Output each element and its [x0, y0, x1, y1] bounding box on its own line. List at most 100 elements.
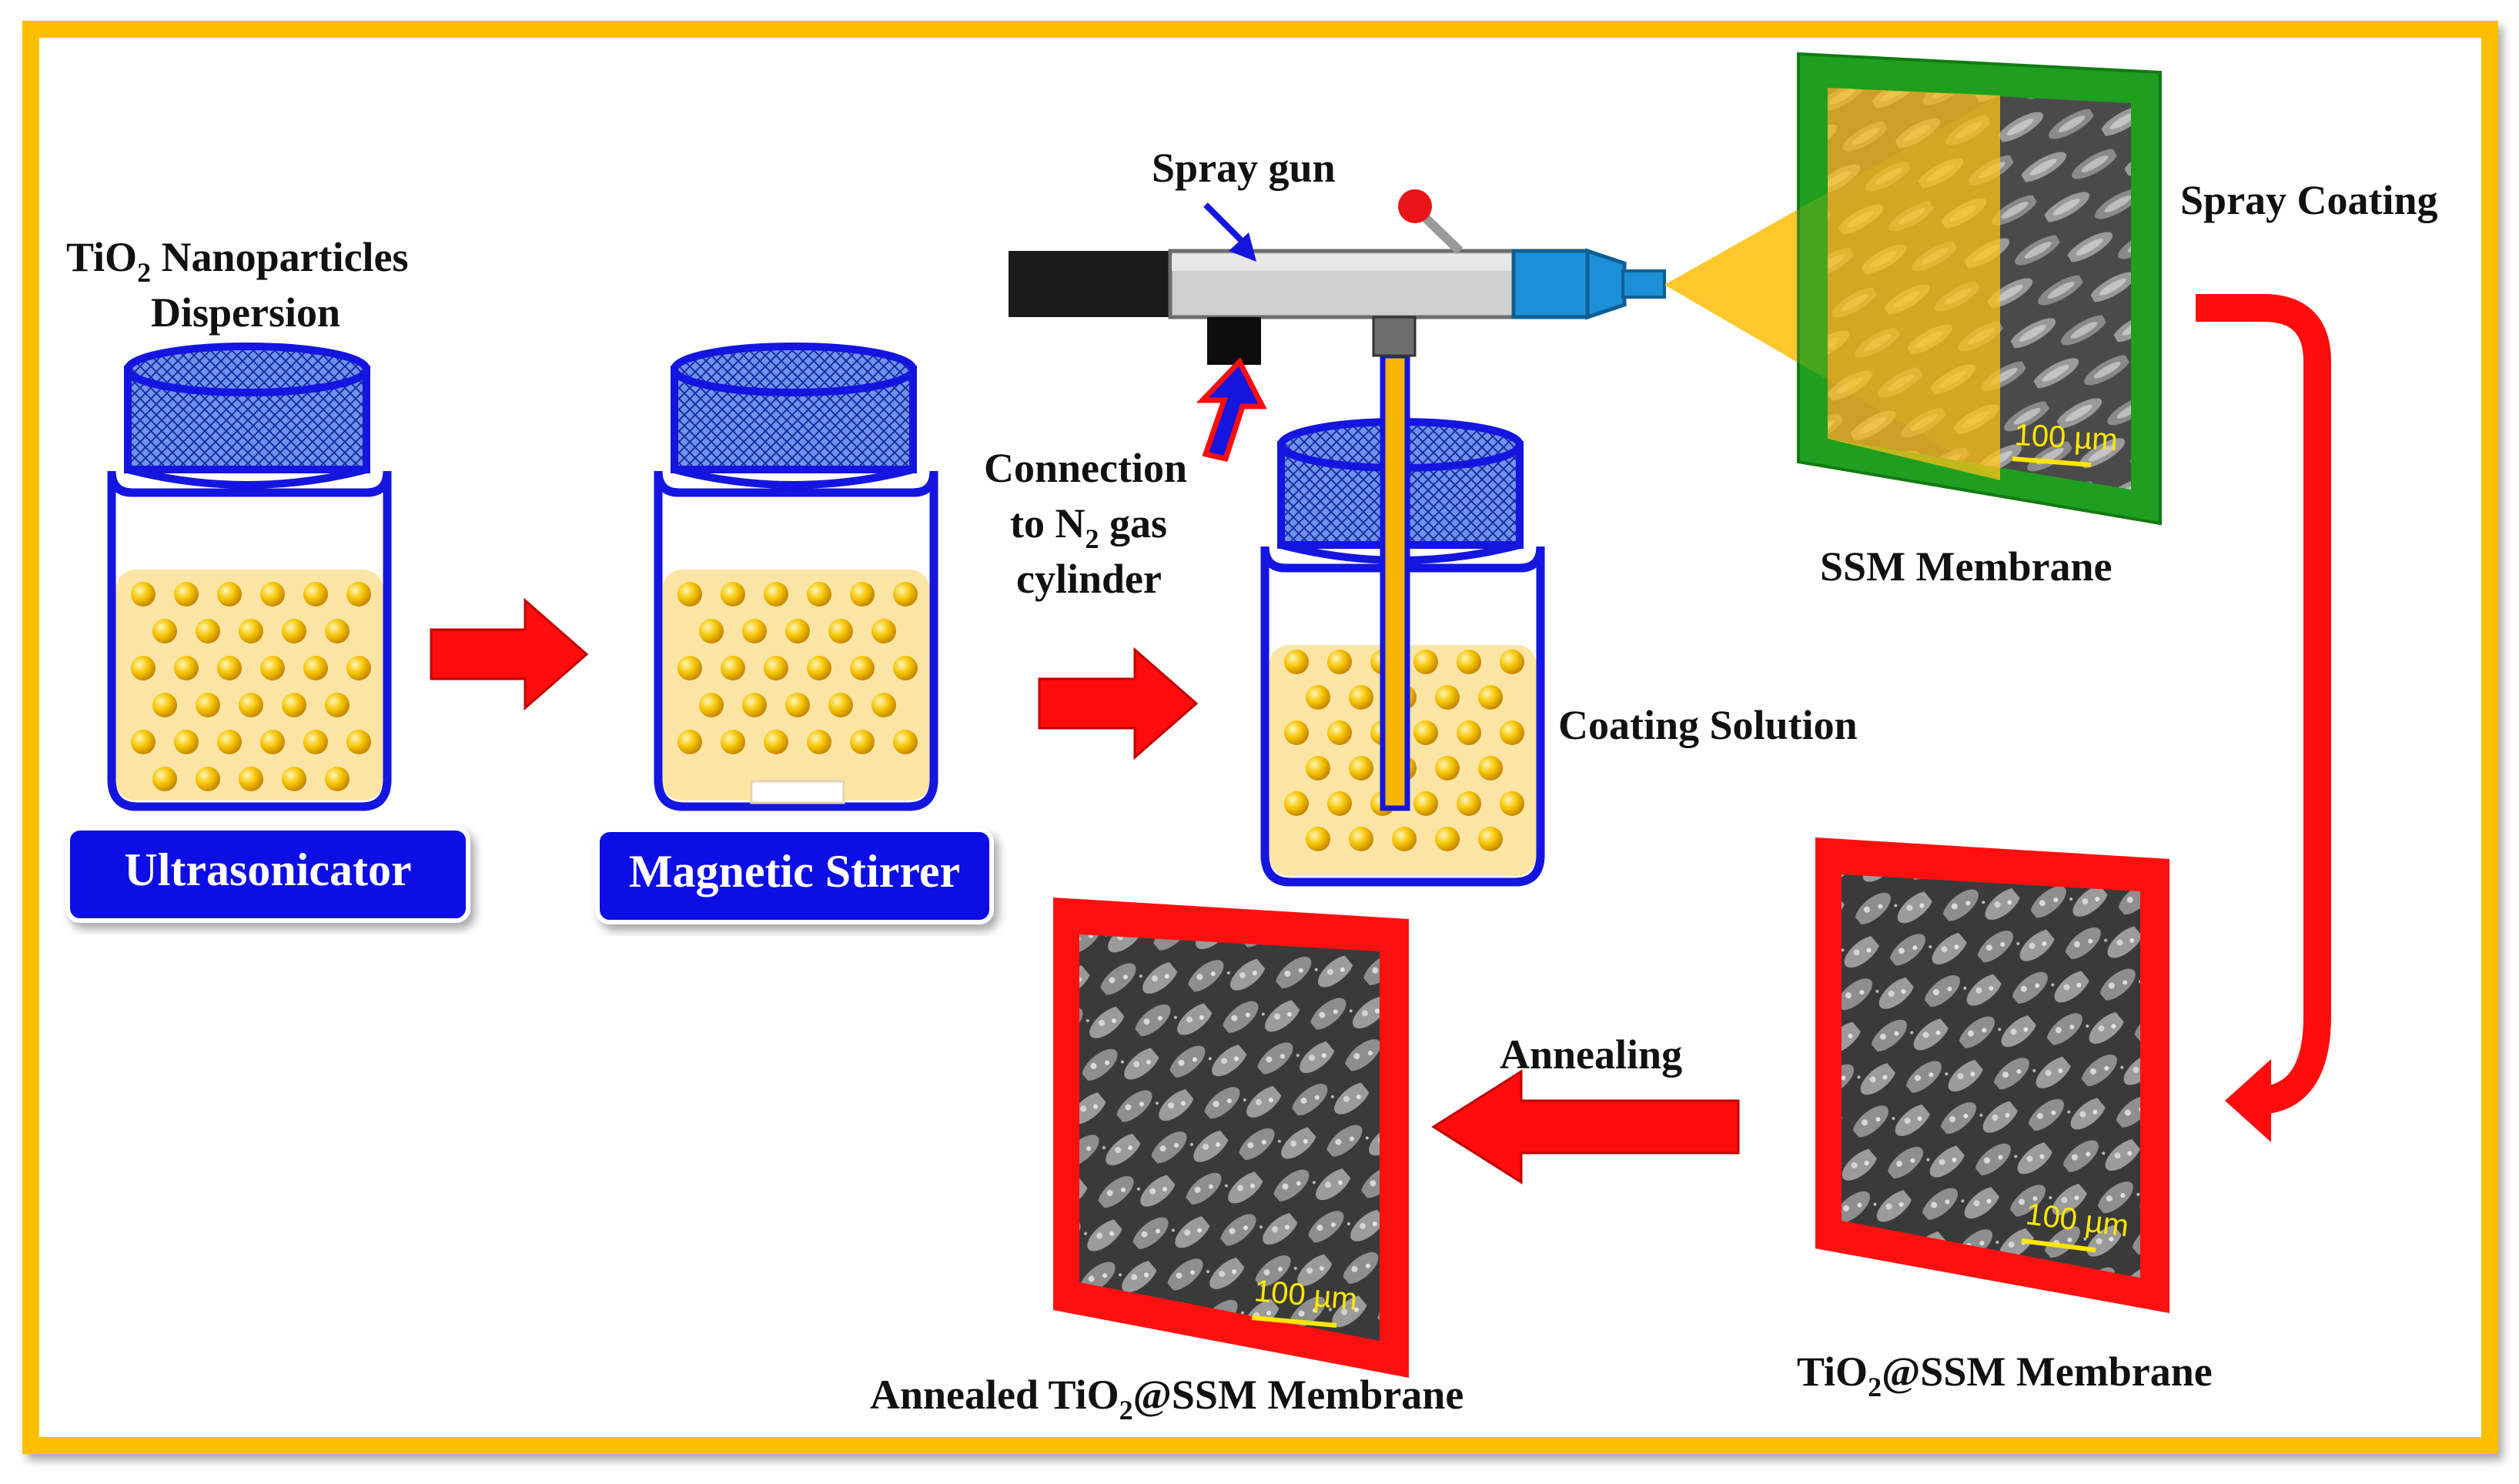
nanoparticle [1435, 685, 1460, 710]
nanoparticle [1413, 791, 1438, 816]
annealing-label: Annealing [1500, 1031, 1682, 1078]
ultrasonicator-button-label: Ultrasonicator [124, 844, 411, 895]
nanoparticle [742, 693, 767, 717]
nanoparticle [785, 693, 810, 717]
nanoparticle [1457, 720, 1481, 745]
nanoparticle [174, 730, 199, 754]
tio2-ssm-membrane-label: TiO2@SSM Membrane [1797, 1349, 2213, 1402]
nanoparticle [217, 582, 242, 607]
nanoparticle [1435, 827, 1460, 851]
nanoparticle [346, 582, 371, 607]
nanoparticle [1500, 720, 1524, 745]
connection-label-line3: cylinder [1016, 556, 1162, 602]
nanoparticle [196, 767, 220, 791]
arrow-spray-to-tio2 [2196, 294, 2331, 1115]
nanoparticle [807, 730, 831, 754]
spray-gun-pointer [1203, 202, 1256, 262]
jar-lid [671, 343, 917, 489]
nanoparticle [828, 619, 853, 643]
nanoparticle [303, 730, 328, 754]
trigger-knob [1398, 189, 1432, 223]
nanoparticle [677, 582, 702, 607]
nanoparticles [677, 582, 918, 754]
nanoparticle [1457, 791, 1481, 816]
nanoparticle [871, 693, 896, 717]
dispersion-label-line2: Dispersion [151, 289, 340, 336]
dispersion-label-line1: TiO2 Nanoparticles [66, 234, 409, 288]
nanoparticle [1349, 756, 1373, 780]
nanoparticle [1306, 756, 1330, 780]
nanoparticle [325, 767, 350, 791]
nanoparticle [699, 693, 724, 717]
jar-coating-solution [1260, 353, 1545, 887]
coating-solution-label: Coating Solution [1558, 702, 1858, 748]
nanoparticle [742, 619, 767, 643]
nanoparticle [346, 656, 371, 680]
nanoparticle [850, 730, 875, 754]
spray-coating-label: Spray Coating [2180, 177, 2438, 223]
nanoparticle [1478, 685, 1503, 710]
nanoparticle [282, 767, 306, 791]
magnetic-stirrer-button[interactable]: Magnetic Stirrer [595, 827, 994, 924]
magnetic-stirrer-button-label: Magnetic Stirrer [629, 846, 960, 897]
ssm-membrane-label: SSM Membrane [1820, 543, 2112, 590]
nanoparticle [1392, 827, 1417, 851]
nanoparticle [893, 582, 918, 607]
nanoparticle [325, 693, 350, 717]
nanoparticle [1284, 791, 1309, 816]
nanoparticle [174, 582, 199, 607]
nanoparticle [196, 693, 220, 717]
nanoparticle [260, 582, 285, 607]
nanoparticle [893, 730, 918, 754]
nanoparticle [346, 730, 371, 754]
nanoparticle [260, 656, 285, 680]
jar-lid [124, 343, 370, 489]
annealed-membrane-image [1053, 897, 1409, 1378]
nanoparticle [721, 582, 745, 607]
nanoparticle [764, 656, 788, 680]
annealed-membrane-label: Annealed TiO2@SSM Membrane [870, 1372, 1464, 1426]
nanoparticle [721, 730, 745, 754]
nanoparticle [764, 730, 788, 754]
ultrasonicator-button[interactable]: Ultrasonicator [65, 826, 470, 923]
jar-stirrer [654, 343, 938, 811]
nanoparticle [131, 582, 156, 607]
nanoparticle [1349, 827, 1373, 851]
nanoparticle [1500, 650, 1524, 674]
arrow-annealing [1431, 1069, 1740, 1185]
nanoparticle [1478, 756, 1503, 780]
nanoparticle [1349, 685, 1373, 710]
nanoparticle [677, 656, 702, 680]
nanoparticle [152, 767, 177, 791]
nanoparticle [1284, 650, 1309, 674]
tio2-ssm-membrane-image [1815, 837, 2169, 1313]
nanoparticle [1327, 791, 1352, 816]
nanoparticle [260, 730, 285, 754]
nanoparticle [850, 582, 875, 607]
nanoparticle [1457, 650, 1481, 674]
nanoparticle [721, 656, 745, 680]
nanoparticle [871, 619, 896, 643]
nanoparticle [303, 656, 328, 680]
nanoparticle [1306, 827, 1330, 851]
spray-gun [1009, 189, 1666, 365]
arrow-to-coating [1038, 647, 1199, 760]
nanoparticle [1478, 827, 1503, 851]
nanoparticle [282, 619, 306, 643]
stir-bar [750, 780, 845, 804]
nanoparticle [131, 730, 156, 754]
nanoparticle [152, 619, 177, 643]
nanoparticle [785, 619, 810, 643]
nanoparticle [807, 582, 831, 607]
nanoparticle [217, 656, 242, 680]
ssm-scale-label: 100 µm [2014, 418, 2119, 457]
nanoparticle [1327, 720, 1352, 745]
feed-tube [1380, 353, 1410, 811]
nanoparticle [850, 656, 875, 680]
nanoparticle [239, 767, 263, 791]
gas-inlet-pointer [1196, 357, 1267, 463]
nanoparticle [764, 582, 788, 607]
nanoparticle [807, 656, 831, 680]
connection-label-line2: to N2 gas [1010, 500, 1167, 554]
spray-gun-label: Spray gun [1152, 145, 1336, 191]
